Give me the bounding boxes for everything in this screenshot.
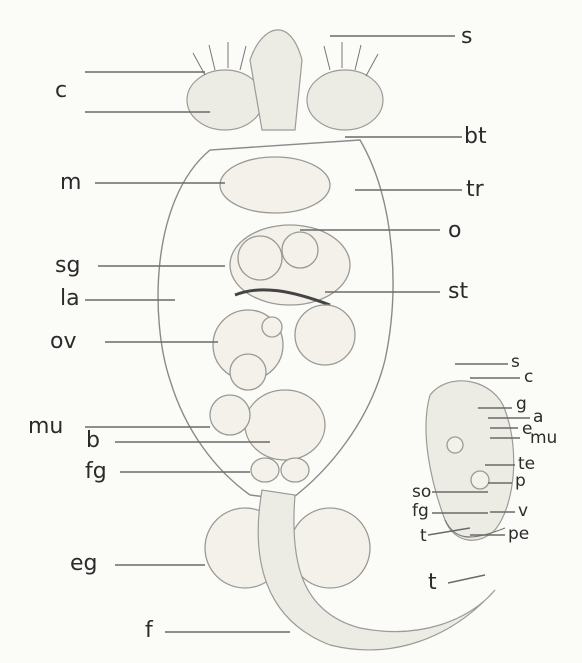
- inset-label-p: p: [515, 473, 526, 490]
- bladder: [245, 390, 325, 460]
- inset-label-s: s: [511, 354, 520, 371]
- inset-label-pe: pe: [508, 526, 529, 543]
- label-fg: fg: [85, 461, 107, 483]
- inset-rotifer: [426, 381, 514, 540]
- label-mu: mu: [28, 416, 63, 438]
- label-m: m: [60, 172, 81, 194]
- inset-label-so: so: [412, 484, 431, 501]
- label-bt: bt: [464, 126, 487, 148]
- label-o: o: [448, 220, 461, 242]
- label-la: la: [60, 288, 80, 310]
- inset-label-t: t: [420, 528, 427, 545]
- inset-label-fg: fg: [412, 503, 429, 520]
- label-st: st: [448, 281, 468, 303]
- inset-label-v: v: [518, 503, 528, 520]
- inset-label-a: a: [533, 409, 543, 426]
- label-tr: tr: [466, 179, 484, 201]
- inset-label-g: g: [516, 396, 527, 413]
- corona-lobes: [187, 30, 383, 130]
- label-ov: ov: [50, 331, 76, 353]
- label-t: t: [428, 572, 437, 594]
- inset-label-mu: mu: [530, 430, 557, 447]
- label-f: f: [145, 620, 153, 642]
- label-eg: eg: [70, 553, 98, 575]
- mastax: [220, 157, 330, 213]
- inset-label-c: c: [524, 369, 533, 386]
- label-sg: sg: [55, 255, 80, 277]
- label-c: c: [55, 80, 67, 102]
- label-s: s: [461, 26, 472, 48]
- label-b: b: [86, 430, 100, 452]
- foot-gland: [251, 458, 279, 482]
